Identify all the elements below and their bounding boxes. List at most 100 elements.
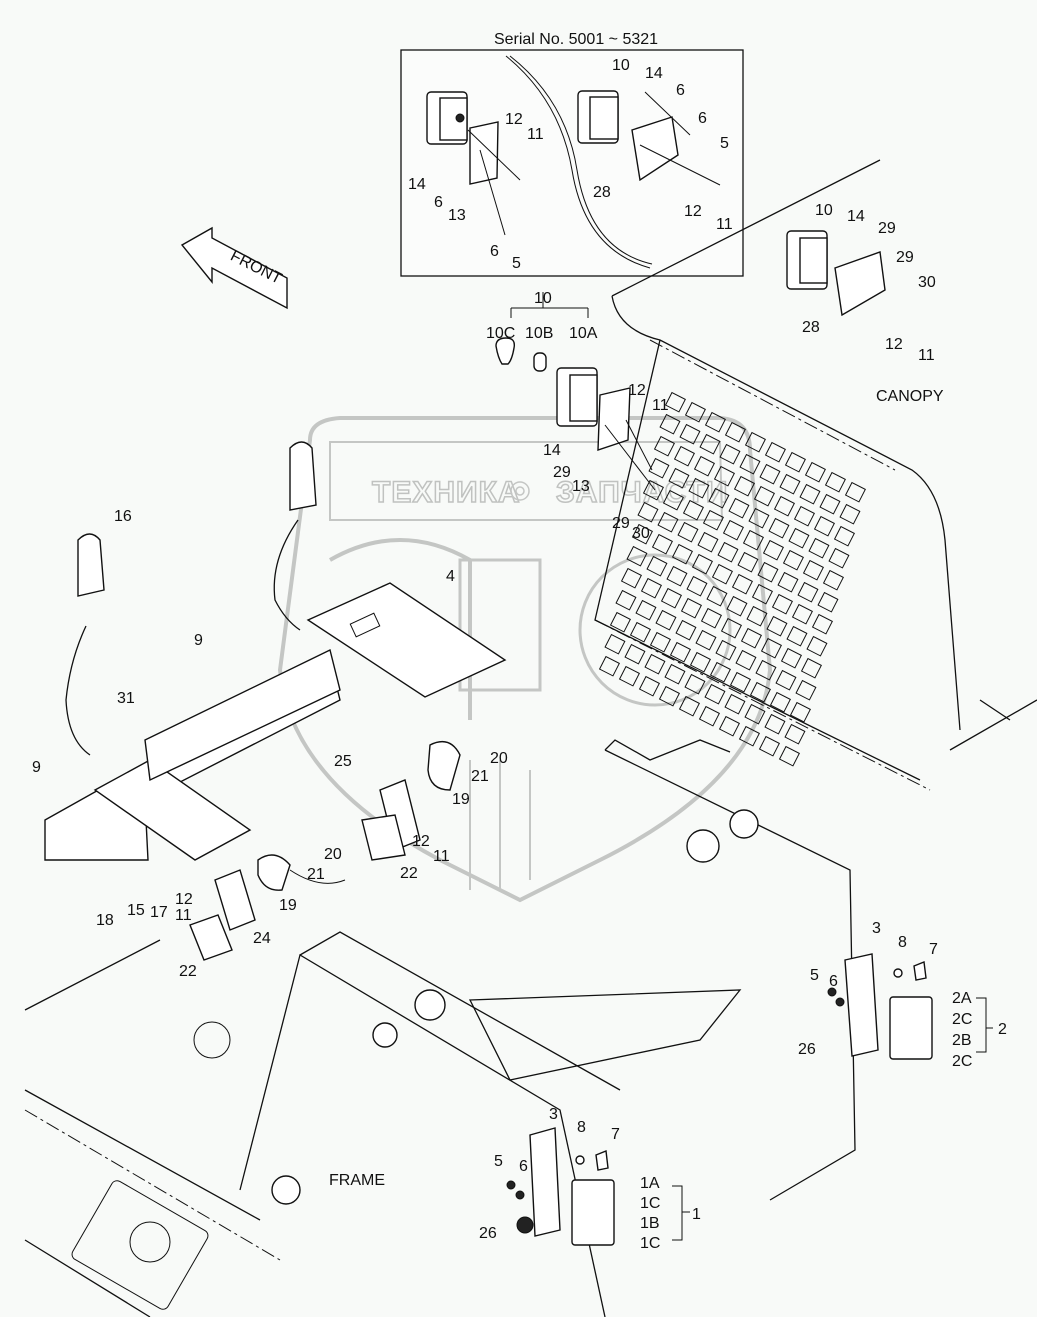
callout-label: 14 xyxy=(408,176,426,193)
mesh-cell xyxy=(791,603,813,625)
mesh-cell xyxy=(689,651,711,673)
callout-label: 12 xyxy=(175,891,193,908)
callout-label: 1A xyxy=(640,1175,660,1192)
callout-label: 2C xyxy=(952,1011,972,1028)
callout-label: 9 xyxy=(32,759,41,776)
mesh-cell xyxy=(673,445,695,467)
callout-label: 12 xyxy=(628,382,646,399)
callout-label: 12 xyxy=(885,336,903,353)
callout-label: 2A xyxy=(952,990,972,1007)
callout-label: 26 xyxy=(479,1225,497,1242)
callout-label: 31 xyxy=(117,690,135,707)
callout-label: 30 xyxy=(918,274,936,291)
gear-icon xyxy=(510,481,530,501)
callout-label: 14 xyxy=(847,208,865,225)
canopy-mesh-grid xyxy=(598,391,866,767)
callout-label: 14 xyxy=(645,65,663,82)
mesh-cell xyxy=(746,605,768,627)
callout-label: 12 xyxy=(684,203,702,220)
mesh-cell xyxy=(666,565,688,587)
callout-label: 25 xyxy=(334,753,352,770)
mesh-cell xyxy=(638,675,660,697)
callout-label: 29 xyxy=(896,249,914,266)
callout-label: 7 xyxy=(929,941,938,958)
mesh-cell xyxy=(669,641,691,663)
mesh-cell xyxy=(624,643,646,665)
callout-label: 1B xyxy=(640,1215,660,1232)
mesh-cell xyxy=(784,451,806,473)
joystick-right xyxy=(289,441,317,511)
mesh-cell xyxy=(738,725,760,747)
canopy-assembly: CANOPY xyxy=(594,159,1037,791)
mesh-cell xyxy=(637,501,659,523)
callout-label: 3 xyxy=(872,920,881,937)
front-arrow-icon: FRONT xyxy=(180,226,288,310)
plate-4 xyxy=(306,582,507,698)
mesh-cell xyxy=(735,649,757,671)
callout-label: 24 xyxy=(253,930,271,947)
callout-label: 29 xyxy=(612,515,630,532)
mesh-cell xyxy=(604,633,626,655)
mesh-cell xyxy=(720,617,742,639)
mesh-cell xyxy=(684,673,706,695)
mesh-cell xyxy=(706,585,728,607)
mesh-cell xyxy=(717,541,739,563)
callout-label: 11 xyxy=(652,397,669,414)
mesh-cell xyxy=(700,607,722,629)
mesh-cell xyxy=(695,629,717,651)
mesh-cell xyxy=(737,551,759,573)
lamp-1-group-bracket xyxy=(672,1185,690,1241)
callout-label: 15 xyxy=(127,902,145,919)
mesh-cell xyxy=(793,505,815,527)
mesh-cell xyxy=(642,479,664,501)
bulb-10c-icon xyxy=(495,337,516,365)
mesh-cell xyxy=(800,657,822,679)
mesh-cell xyxy=(704,411,726,433)
mesh-cell xyxy=(766,615,788,637)
mesh-cell xyxy=(742,529,764,551)
callout-label: 8 xyxy=(577,1119,586,1136)
mesh-cell xyxy=(715,639,737,661)
callout-label: 6 xyxy=(434,194,443,211)
callout-label: 5 xyxy=(810,967,819,984)
mesh-cell xyxy=(780,647,802,669)
switch-assemblies xyxy=(189,741,461,961)
mesh-cell xyxy=(729,671,751,693)
callout-label: 17 xyxy=(150,904,168,921)
mesh-cell xyxy=(744,703,766,725)
callout-label: 6 xyxy=(676,82,685,99)
mesh-cell xyxy=(719,443,741,465)
callout-label: 12 xyxy=(505,111,523,128)
callout-label: 5 xyxy=(494,1153,503,1170)
callout-label: 3 xyxy=(549,1106,558,1123)
callout-label: 19 xyxy=(452,791,470,808)
mesh-cell xyxy=(629,621,651,643)
mesh-cell xyxy=(797,581,819,603)
mesh-cell xyxy=(839,503,861,525)
mesh-cell xyxy=(713,465,735,487)
mesh-cell xyxy=(678,695,700,717)
callout-label: 11 xyxy=(918,347,935,364)
mesh-cell xyxy=(749,681,771,703)
mesh-cell xyxy=(653,435,675,457)
mesh-cell xyxy=(753,485,775,507)
callout-label: 6 xyxy=(519,1158,528,1175)
mesh-cell xyxy=(709,661,731,683)
mesh-cell xyxy=(711,563,733,585)
mesh-cell xyxy=(649,631,671,653)
mesh-cell xyxy=(664,391,686,413)
mesh-cell xyxy=(708,487,730,509)
callout-label: 2B xyxy=(952,1032,972,1049)
mesh-cell xyxy=(680,597,702,619)
mesh-cell xyxy=(658,685,680,707)
mesh-cell xyxy=(782,549,804,571)
callout-label: 19 xyxy=(279,897,297,914)
mesh-cell xyxy=(788,527,810,549)
mesh-cell xyxy=(755,659,777,681)
callout-label: 13 xyxy=(572,478,590,495)
mesh-cell xyxy=(760,637,782,659)
mesh-cell xyxy=(693,455,715,477)
mesh-cell xyxy=(722,519,744,541)
mesh-cell xyxy=(748,507,770,529)
mesh-cell xyxy=(679,423,701,445)
